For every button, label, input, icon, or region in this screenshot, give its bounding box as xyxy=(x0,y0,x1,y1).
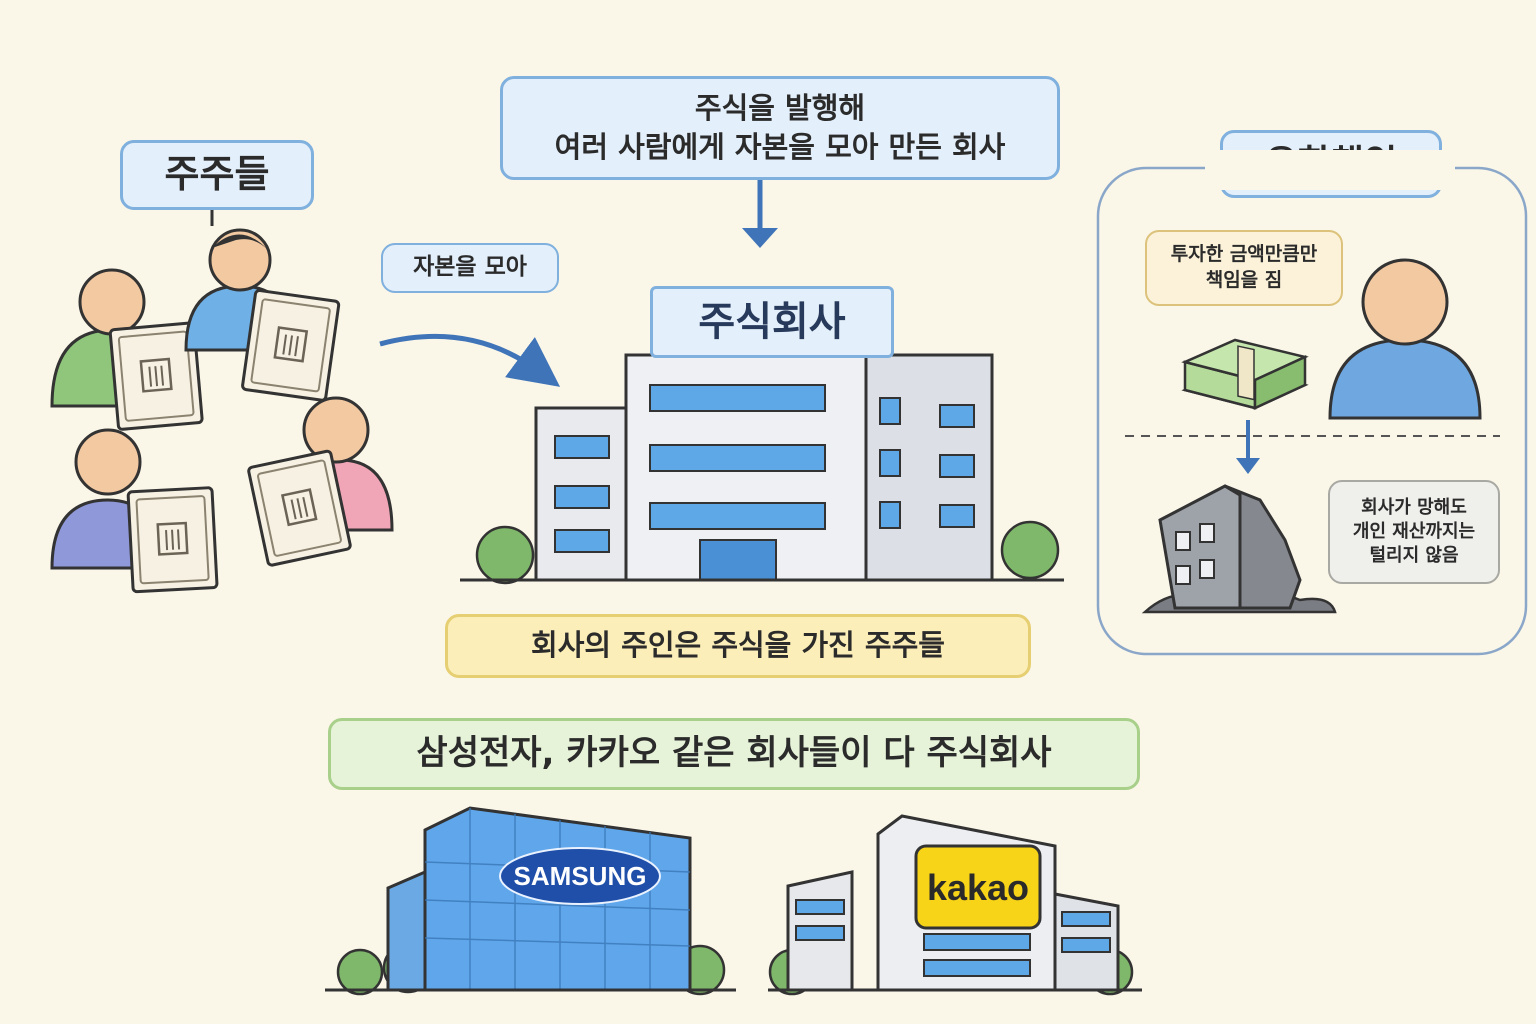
money-stack-icon xyxy=(1181,338,1309,410)
shareholders-label: 주주들 xyxy=(120,140,314,210)
samsung-building xyxy=(325,806,736,996)
samsung-logo: SAMSUNG xyxy=(514,861,647,891)
no-personal-assets-note: 회사가 망해도 개인 재산까지는 털리지 않음 xyxy=(1328,480,1500,584)
company-building xyxy=(460,353,1064,585)
company-sign: 주식회사 xyxy=(650,286,894,358)
definition-box: 주식을 발행해 여러 사람에게 자본을 모아 만든 회사 xyxy=(500,76,1060,180)
investor-person xyxy=(1328,258,1482,420)
owners-note: 회사의 주인은 주식을 가진 주주들 xyxy=(445,614,1031,678)
kakao-logo: kakao xyxy=(927,867,1029,908)
invest-only-note: 투자한 금액만큼만 책임을 짐 xyxy=(1145,230,1343,306)
examples-note: 삼성전자, 카카오 같은 회사들이 다 주식회사 xyxy=(328,718,1140,790)
shareholder-people xyxy=(50,228,394,594)
capital-flow-arrow xyxy=(379,333,561,387)
gather-capital-label: 자본을 모아 xyxy=(381,243,559,293)
kakao-building xyxy=(768,814,1142,996)
collapsed-building-icon xyxy=(1141,484,1337,614)
